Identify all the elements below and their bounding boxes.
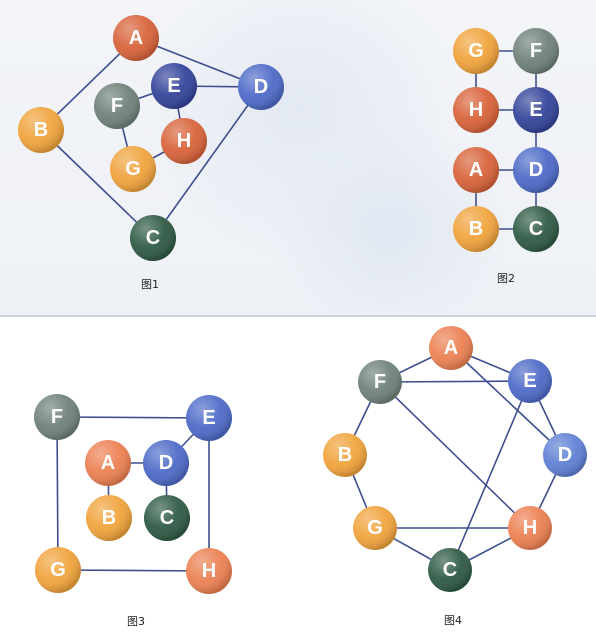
svg-text:E: E bbox=[167, 75, 180, 97]
node-4-d: D bbox=[543, 433, 587, 477]
svg-text:G: G bbox=[468, 40, 484, 62]
node-2-c: C bbox=[513, 206, 559, 252]
node-2-e: E bbox=[513, 87, 559, 133]
edge-e-c bbox=[449, 380, 531, 571]
node-3-a: A bbox=[85, 440, 131, 486]
svg-text:H: H bbox=[177, 130, 191, 152]
node-4-c: C bbox=[428, 548, 472, 592]
edge-d-c bbox=[152, 86, 262, 239]
svg-text:G: G bbox=[50, 559, 66, 581]
figure-3-edges bbox=[56, 416, 210, 572]
node-3-g: G bbox=[35, 547, 81, 593]
node-1-c: C bbox=[130, 215, 176, 261]
node-1-d: D bbox=[238, 64, 284, 110]
svg-text:B: B bbox=[338, 444, 352, 466]
node-2-f: F bbox=[513, 28, 559, 74]
edge-f-h bbox=[379, 381, 531, 529]
svg-text:A: A bbox=[101, 452, 115, 474]
svg-text:A: A bbox=[444, 337, 458, 359]
node-4-b: B bbox=[323, 433, 367, 477]
svg-text:C: C bbox=[529, 218, 543, 240]
svg-text:C: C bbox=[443, 559, 457, 581]
svg-text:E: E bbox=[202, 407, 215, 429]
node-4-f: F bbox=[358, 360, 402, 404]
figure-4-caption: 图4 bbox=[444, 614, 462, 627]
svg-text:H: H bbox=[523, 517, 537, 539]
node-1-e: E bbox=[151, 63, 197, 109]
figure-1-caption: 图1 bbox=[141, 278, 159, 291]
svg-text:B: B bbox=[469, 218, 483, 240]
svg-text:G: G bbox=[125, 158, 141, 180]
figure-1-edges bbox=[40, 37, 262, 239]
svg-text:F: F bbox=[374, 371, 386, 393]
node-2-d: D bbox=[513, 147, 559, 193]
svg-text:F: F bbox=[530, 40, 542, 62]
node-3-c: C bbox=[144, 495, 190, 541]
node-4-g: G bbox=[353, 506, 397, 550]
svg-text:F: F bbox=[51, 406, 63, 428]
node-3-h: H bbox=[186, 548, 232, 594]
svg-text:A: A bbox=[129, 27, 143, 49]
edge-a-d bbox=[450, 347, 566, 456]
node-1-h: H bbox=[161, 118, 207, 164]
node-1-g: G bbox=[110, 146, 156, 192]
svg-text:F: F bbox=[111, 95, 123, 117]
node-1-f: F bbox=[94, 83, 140, 129]
svg-text:D: D bbox=[159, 452, 173, 474]
svg-text:H: H bbox=[469, 99, 483, 121]
node-2-b: B bbox=[453, 206, 499, 252]
figure-4: A F E B D G H C 图4 bbox=[323, 326, 587, 627]
edge-b-c bbox=[40, 129, 154, 239]
figure-2: G F H E A D B C 图2 bbox=[453, 28, 559, 285]
svg-text:C: C bbox=[146, 227, 160, 249]
node-4-h: H bbox=[508, 506, 552, 550]
edge-f-e bbox=[379, 380, 531, 383]
node-2-a: A bbox=[453, 147, 499, 193]
node-3-b: B bbox=[86, 495, 132, 541]
svg-text:G: G bbox=[367, 517, 383, 539]
svg-text:E: E bbox=[529, 99, 542, 121]
node-1-a: A bbox=[113, 15, 159, 61]
edge-f-e bbox=[56, 416, 210, 419]
node-3-f: F bbox=[34, 394, 80, 440]
node-3-e: E bbox=[186, 395, 232, 441]
node-4-a: A bbox=[429, 326, 473, 370]
node-3-d: D bbox=[143, 440, 189, 486]
svg-text:B: B bbox=[102, 507, 116, 529]
edge-g-h bbox=[57, 569, 210, 572]
svg-text:D: D bbox=[558, 444, 572, 466]
svg-text:C: C bbox=[160, 507, 174, 529]
svg-text:B: B bbox=[34, 119, 48, 141]
panel-divider bbox=[0, 315, 596, 318]
svg-text:A: A bbox=[469, 159, 483, 181]
svg-text:D: D bbox=[529, 159, 543, 181]
node-2-g: G bbox=[453, 28, 499, 74]
node-1-b: B bbox=[18, 107, 64, 153]
svg-text:E: E bbox=[523, 370, 536, 392]
svg-text:D: D bbox=[254, 76, 268, 98]
figure-3-caption: 图3 bbox=[127, 615, 145, 628]
figure-1: A E D F H B G C 图1 bbox=[18, 15, 284, 291]
figure-3: F E A D B C G H 图3 bbox=[34, 394, 232, 628]
figure-2-caption: 图2 bbox=[497, 272, 515, 285]
figure-2-edges bbox=[475, 50, 537, 230]
node-4-e: E bbox=[508, 359, 552, 403]
svg-text:H: H bbox=[202, 560, 216, 582]
edge-f-g bbox=[56, 416, 59, 571]
node-2-h: H bbox=[453, 87, 499, 133]
